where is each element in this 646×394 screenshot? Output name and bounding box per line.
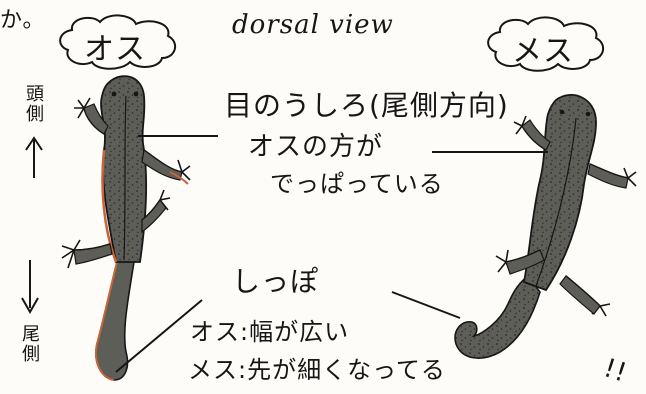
tail-note-male: オス:幅が広い: [190, 318, 350, 346]
male-label-bubble: [59, 14, 177, 70]
view-title: dorsal view: [232, 10, 394, 40]
eye-heading: 目のうしろ(尾側方向): [224, 89, 509, 122]
female-newt: [454, 94, 637, 359]
female-label: メス: [512, 34, 574, 69]
tail-side-label: 尾側: [19, 324, 40, 364]
head-side-label: 頭側: [23, 84, 44, 124]
female-label-bubble: [487, 16, 605, 72]
tail-note-female: メス:先が細くなってる: [188, 356, 446, 384]
tail-leader-line-male: [115, 299, 203, 373]
male-label: オス: [84, 32, 146, 67]
top-left-fragment: か。: [0, 8, 46, 33]
head-direction-arrow: [25, 136, 43, 178]
tail-direction-arrow: [21, 260, 39, 315]
eye-note-line1: オスの方が: [248, 132, 384, 162]
male-newt: [61, 75, 191, 381]
eye-note-line2: でっぱっている: [270, 170, 444, 198]
tail-leader-line-female: [391, 291, 461, 319]
tail-heading: しっぽ: [232, 265, 320, 298]
